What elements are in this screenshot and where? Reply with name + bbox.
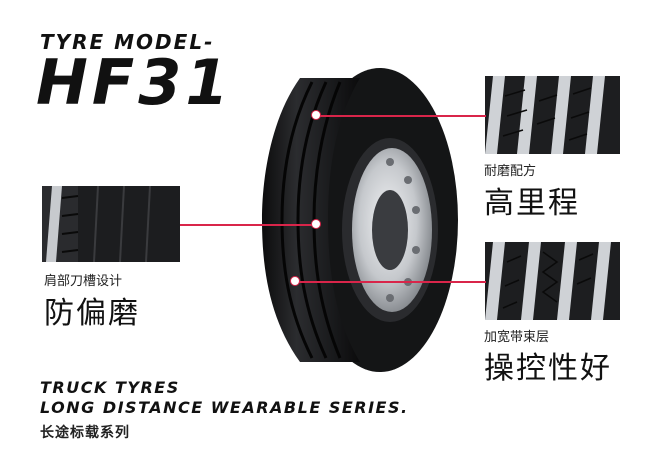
feature-1-subtitle: 耐磨配方	[484, 164, 537, 179]
series-line-1: TRUCK TYRES	[40, 378, 180, 397]
callout-dot-1	[311, 110, 321, 120]
feature-1-title: 高里程	[484, 186, 580, 221]
tread-closeup-bottom	[485, 242, 620, 320]
callout-line-3	[296, 281, 486, 283]
callout-dot-2	[311, 219, 321, 229]
series-line-3: 长途标载系列	[40, 425, 130, 441]
feature-3-title: 操控性好	[484, 351, 612, 386]
tyre-image	[262, 68, 458, 372]
series-line-2: LONG DISTANCE WEARABLE SERIES.	[40, 398, 409, 417]
callout-line-2	[180, 224, 316, 226]
feature-3-subtitle: 加宽带束层	[484, 330, 550, 345]
callout-dot-3	[290, 276, 300, 286]
feature-2-title: 防偏磨	[44, 296, 140, 331]
tread-closeup-top	[485, 76, 620, 154]
feature-2-subtitle: 肩部刀槽设计	[44, 274, 123, 289]
model-name: HF31	[36, 46, 233, 119]
model-label: TYRE MODEL-	[40, 30, 215, 54]
tread-closeup-shoulder	[42, 186, 180, 262]
callout-line-1	[318, 115, 486, 117]
